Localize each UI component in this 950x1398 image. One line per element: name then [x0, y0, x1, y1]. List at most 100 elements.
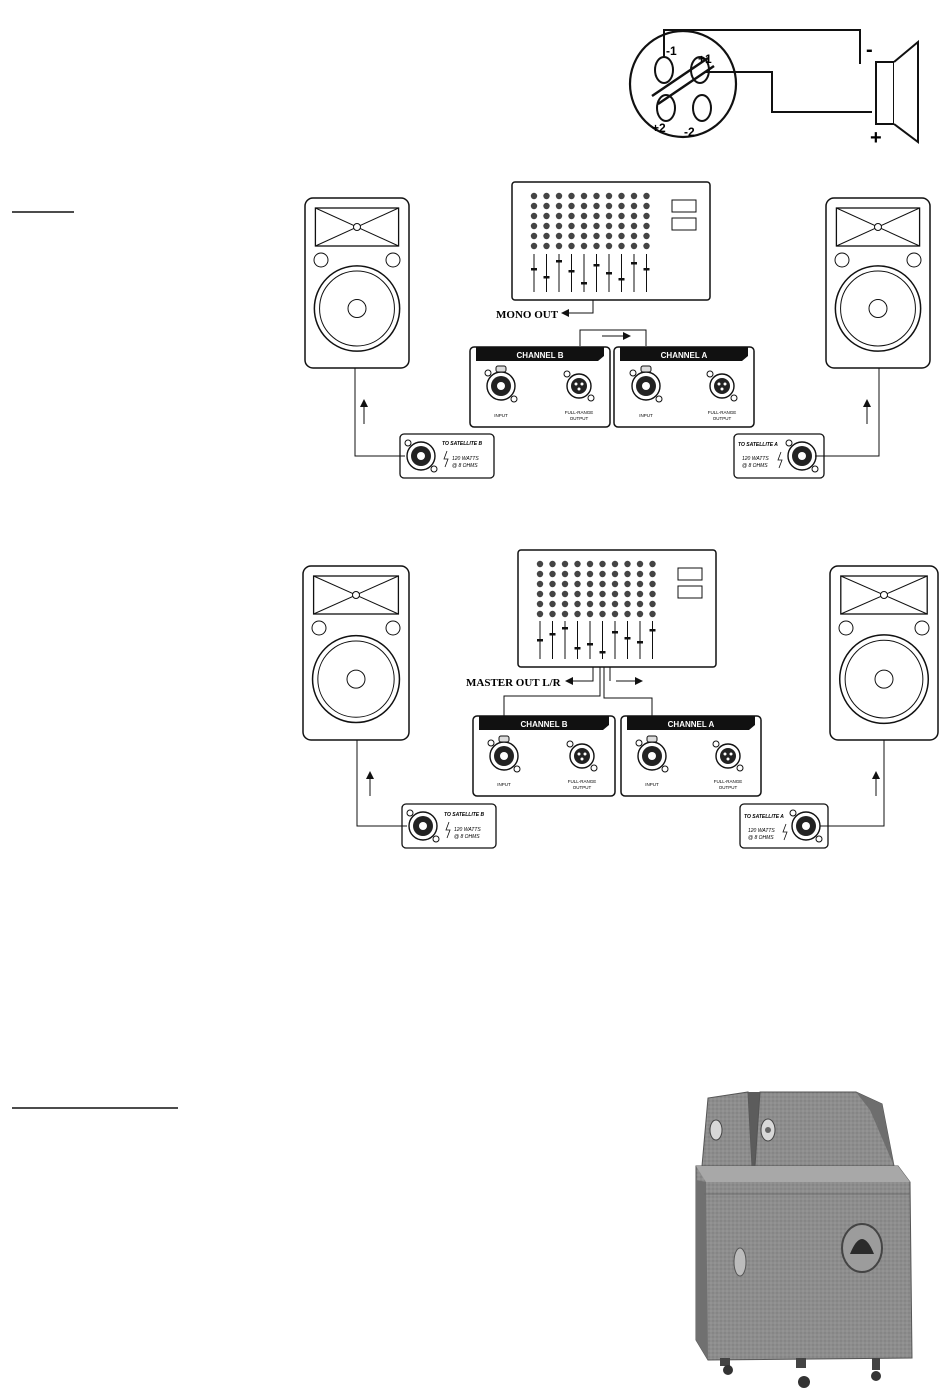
speakon-output-jack[interactable]: [789, 809, 823, 843]
mixer-knob: [530, 192, 538, 200]
cable-to-right-speaker: [820, 740, 885, 827]
mixer-knob: [586, 590, 594, 598]
pin-pos1-label: +1: [698, 52, 712, 66]
mixer-knob: [530, 202, 538, 210]
woofer-dustcap: [874, 669, 894, 689]
xlr-jack-body: [574, 748, 590, 764]
output-label-line1: FULL-RANGE: [714, 779, 743, 784]
input-label: INPUT: [494, 413, 508, 418]
mixer-knob: [611, 570, 619, 578]
satellite-speaker-right: [825, 197, 931, 369]
cable-to-right-speaker: [815, 368, 880, 457]
mixer-knob: [593, 212, 600, 220]
combo-jack-center: [500, 752, 508, 760]
xlr-pin: [580, 382, 584, 386]
mixer-knob: [536, 560, 544, 568]
mixer-knob: [593, 202, 600, 210]
amp-channel-b-panel: CHANNEL B INPUT FULL-RANGE OUTPUT: [472, 715, 616, 797]
speakon-center: [798, 452, 806, 460]
speakon-output-jack[interactable]: [406, 809, 440, 843]
mixer-knob: [555, 222, 563, 230]
xlr-pin: [726, 757, 730, 761]
mixer-knob: [586, 600, 594, 608]
satellite-b-watts: 120 WATTS: [452, 456, 479, 462]
satellite-speaker-right: [829, 565, 939, 741]
mixer-knob: [636, 560, 644, 568]
xlr-pin: [720, 387, 724, 391]
mixer-knob: [580, 202, 588, 210]
mixer-knob: [611, 590, 619, 598]
xlr-pin: [577, 387, 581, 391]
fader-cap: [618, 278, 625, 281]
mono-setup-diagram: MONO OUT CHANNEL B INPUT FULL-RANGE OUTP…: [304, 181, 931, 479]
mixer-knob: [624, 570, 631, 578]
mixer-knob: [649, 580, 656, 588]
mixer-knob: [543, 202, 550, 210]
mixer-meter: [671, 217, 697, 231]
mixer-knob: [561, 590, 569, 598]
speakon-output-jack[interactable]: [404, 439, 438, 473]
mixer-knob: [624, 600, 631, 608]
input-jack[interactable]: [484, 365, 518, 403]
mixer-knob: [605, 222, 613, 230]
mixer-knob: [618, 212, 625, 220]
xlr-jack-body: [571, 378, 587, 394]
xlr-jack-body: [720, 748, 736, 764]
mixer: [511, 181, 711, 301]
mixer-knob: [624, 580, 631, 588]
xlr-pin: [729, 752, 733, 756]
mixer-knob: [555, 232, 563, 240]
satellite-a-title: TO SATELLITE A: [738, 442, 778, 448]
satellite-a-output-plate: TO SATELLITE A 120 WATTS @ 8 OHMS: [739, 803, 829, 849]
mixer-body: [517, 549, 717, 668]
satellite-b-title: TO SATELLITE B: [444, 812, 484, 818]
speakon-wiring-diagram: -1 +1 +2 -2 - +: [628, 29, 919, 149]
wire-positive: [705, 71, 872, 113]
mounting-screw: [706, 370, 714, 378]
mixer-knob: [611, 600, 619, 608]
combo-jack-latch: [498, 735, 510, 743]
xlr-pin: [583, 752, 587, 756]
full-range-output-jack[interactable]: [566, 740, 598, 772]
input-jack[interactable]: [487, 735, 521, 773]
mixer-knob: [649, 560, 656, 568]
mixer-knob: [580, 232, 588, 240]
mixer-knob: [649, 600, 656, 608]
cable-to-left-speaker: [354, 368, 405, 457]
full-range-output-jack[interactable]: [563, 370, 595, 402]
mixer-knob: [630, 242, 638, 250]
port-right: [385, 620, 401, 636]
full-range-output-jack[interactable]: [712, 740, 744, 772]
mixer-knob: [643, 222, 650, 230]
input-jack[interactable]: [635, 735, 669, 773]
cable-to-channel-a: [603, 667, 653, 716]
mixer-knob: [561, 610, 569, 618]
mixer-knob: [643, 212, 650, 220]
mixer-knob: [586, 560, 594, 568]
mounting-screw: [432, 835, 440, 843]
channel-link-cable: [579, 329, 647, 346]
port-right: [914, 620, 930, 636]
fader-cap: [624, 637, 631, 640]
mixer-knob: [618, 222, 625, 230]
mixer-knob: [611, 580, 619, 588]
mixer-knob: [549, 600, 556, 608]
satellite-speaker-left: [302, 565, 410, 741]
mixer-knob: [580, 222, 588, 230]
channel-a-title: CHANNEL A: [668, 720, 715, 729]
mixer-knob: [543, 232, 550, 240]
speakon-output-jack[interactable]: [785, 439, 819, 473]
speakon-contacts: [651, 56, 715, 122]
mounting-screw: [661, 765, 669, 773]
driver-plus-label: +: [870, 127, 882, 149]
full-range-output-jack[interactable]: [706, 370, 738, 402]
mounting-screw: [655, 395, 663, 403]
satellite-speaker-left: [304, 197, 410, 369]
xlr-pin: [574, 382, 578, 386]
input-jack[interactable]: [629, 365, 663, 403]
mounting-screw: [730, 394, 738, 402]
mixer-knob: [636, 580, 644, 588]
mixer-knob: [611, 610, 619, 618]
combo-jack-latch: [495, 365, 507, 373]
satellite-a-ohms: @ 8 OHMS: [748, 835, 774, 841]
